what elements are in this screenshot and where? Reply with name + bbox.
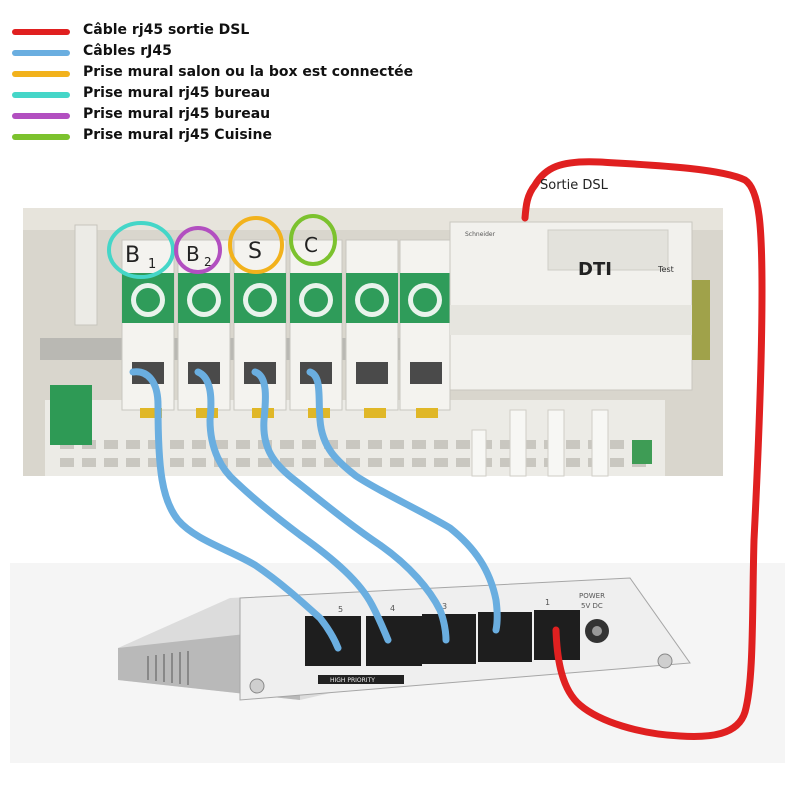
screw — [657, 653, 673, 669]
left-clamp — [50, 385, 92, 445]
mark-c: C — [289, 214, 337, 266]
mark-b2: B 2 — [174, 226, 222, 274]
legend-label: Prise mural rj45 bureau — [83, 106, 271, 122]
dsl-output-annotation: Sortie DSL — [540, 178, 609, 193]
rj45-cable-c — [306, 368, 501, 634]
legend-swatch — [12, 29, 70, 35]
mark-s: S — [228, 216, 284, 274]
dsl-output-cable — [521, 158, 766, 740]
mark-letter: S — [248, 239, 262, 264]
switch-ports — [305, 610, 580, 666]
power-sub-label: 5V DC — [581, 602, 603, 610]
mark-letter: B — [125, 243, 140, 268]
legend-swatch — [12, 92, 70, 98]
port-number-4: 4 — [390, 604, 395, 613]
legend-label: Câbles rJ45 — [83, 43, 172, 59]
screw — [249, 678, 265, 694]
network-switch: 5 4 3 2 1 POWER 5V DC HIGH PRIORITY — [10, 563, 785, 763]
legend-swatch — [12, 50, 70, 56]
legend: Câble rj45 sortie DSL Câbles rJ45 Prise … — [10, 22, 470, 148]
dti-test-label: Test — [657, 265, 674, 274]
rj45-cable-b1 — [129, 368, 342, 652]
legend-item-dsl-cable: Câble rj45 sortie DSL — [10, 22, 470, 43]
legend-item-cuisine-outlet: Prise mural rj45 Cuisine — [10, 127, 470, 148]
rj45-cable-s — [251, 368, 450, 644]
mark-subscript: 1 — [148, 257, 156, 272]
module-marks: B 1 B 2 S C — [107, 214, 337, 279]
back-plate — [45, 400, 665, 476]
mark-subscript: 2 — [204, 255, 212, 269]
power-label: POWER — [579, 592, 605, 600]
mark-letter: C — [304, 233, 318, 257]
white-cables — [471, 409, 609, 477]
legend-item-bureau-outlet-1: Prise mural rj45 bureau — [10, 85, 470, 106]
legend-label: Prise mural salon ou la box est connecté… — [83, 64, 414, 80]
dti-brand-label: Schneider — [465, 231, 496, 238]
patch-panel: DTI Test Schneider B 1 B 2 — [23, 208, 723, 477]
legend-swatch — [12, 113, 70, 119]
legend-label: Câble rj45 sortie DSL — [83, 22, 250, 38]
rj45-module-5 — [345, 239, 399, 411]
mark-letter: B — [186, 242, 200, 266]
rj45-cable-b2 — [194, 368, 392, 644]
legend-item-salon-outlet: Prise mural salon ou la box est connecté… — [10, 64, 470, 85]
mark-b1: B 1 — [107, 221, 175, 279]
legend-swatch — [12, 134, 70, 140]
dti-label: DTI — [578, 259, 612, 280]
legend-label: Prise mural rj45 bureau — [83, 85, 271, 101]
high-priority-strip — [318, 675, 404, 684]
high-priority-label: HIGH PRIORITY — [330, 677, 375, 684]
legend-swatch — [12, 71, 70, 77]
port-2 — [478, 612, 532, 662]
rj45-cables — [129, 368, 501, 652]
legend-item-bureau-outlet-2: Prise mural rj45 bureau — [10, 106, 470, 127]
dti-box: DTI Test Schneider — [449, 221, 710, 391]
port-number-5: 5 — [338, 605, 343, 614]
port-number-3: 3 — [442, 602, 447, 611]
switch-vents — [147, 651, 189, 685]
rj45-module-6 — [399, 239, 451, 411]
legend-item-rj45-cables: Câbles rJ45 — [10, 43, 470, 64]
rj45-module-b1 — [121, 239, 175, 411]
port-number-1: 1 — [545, 598, 550, 607]
port-4 — [366, 616, 422, 666]
legend-label: Prise mural rj45 Cuisine — [83, 127, 272, 143]
